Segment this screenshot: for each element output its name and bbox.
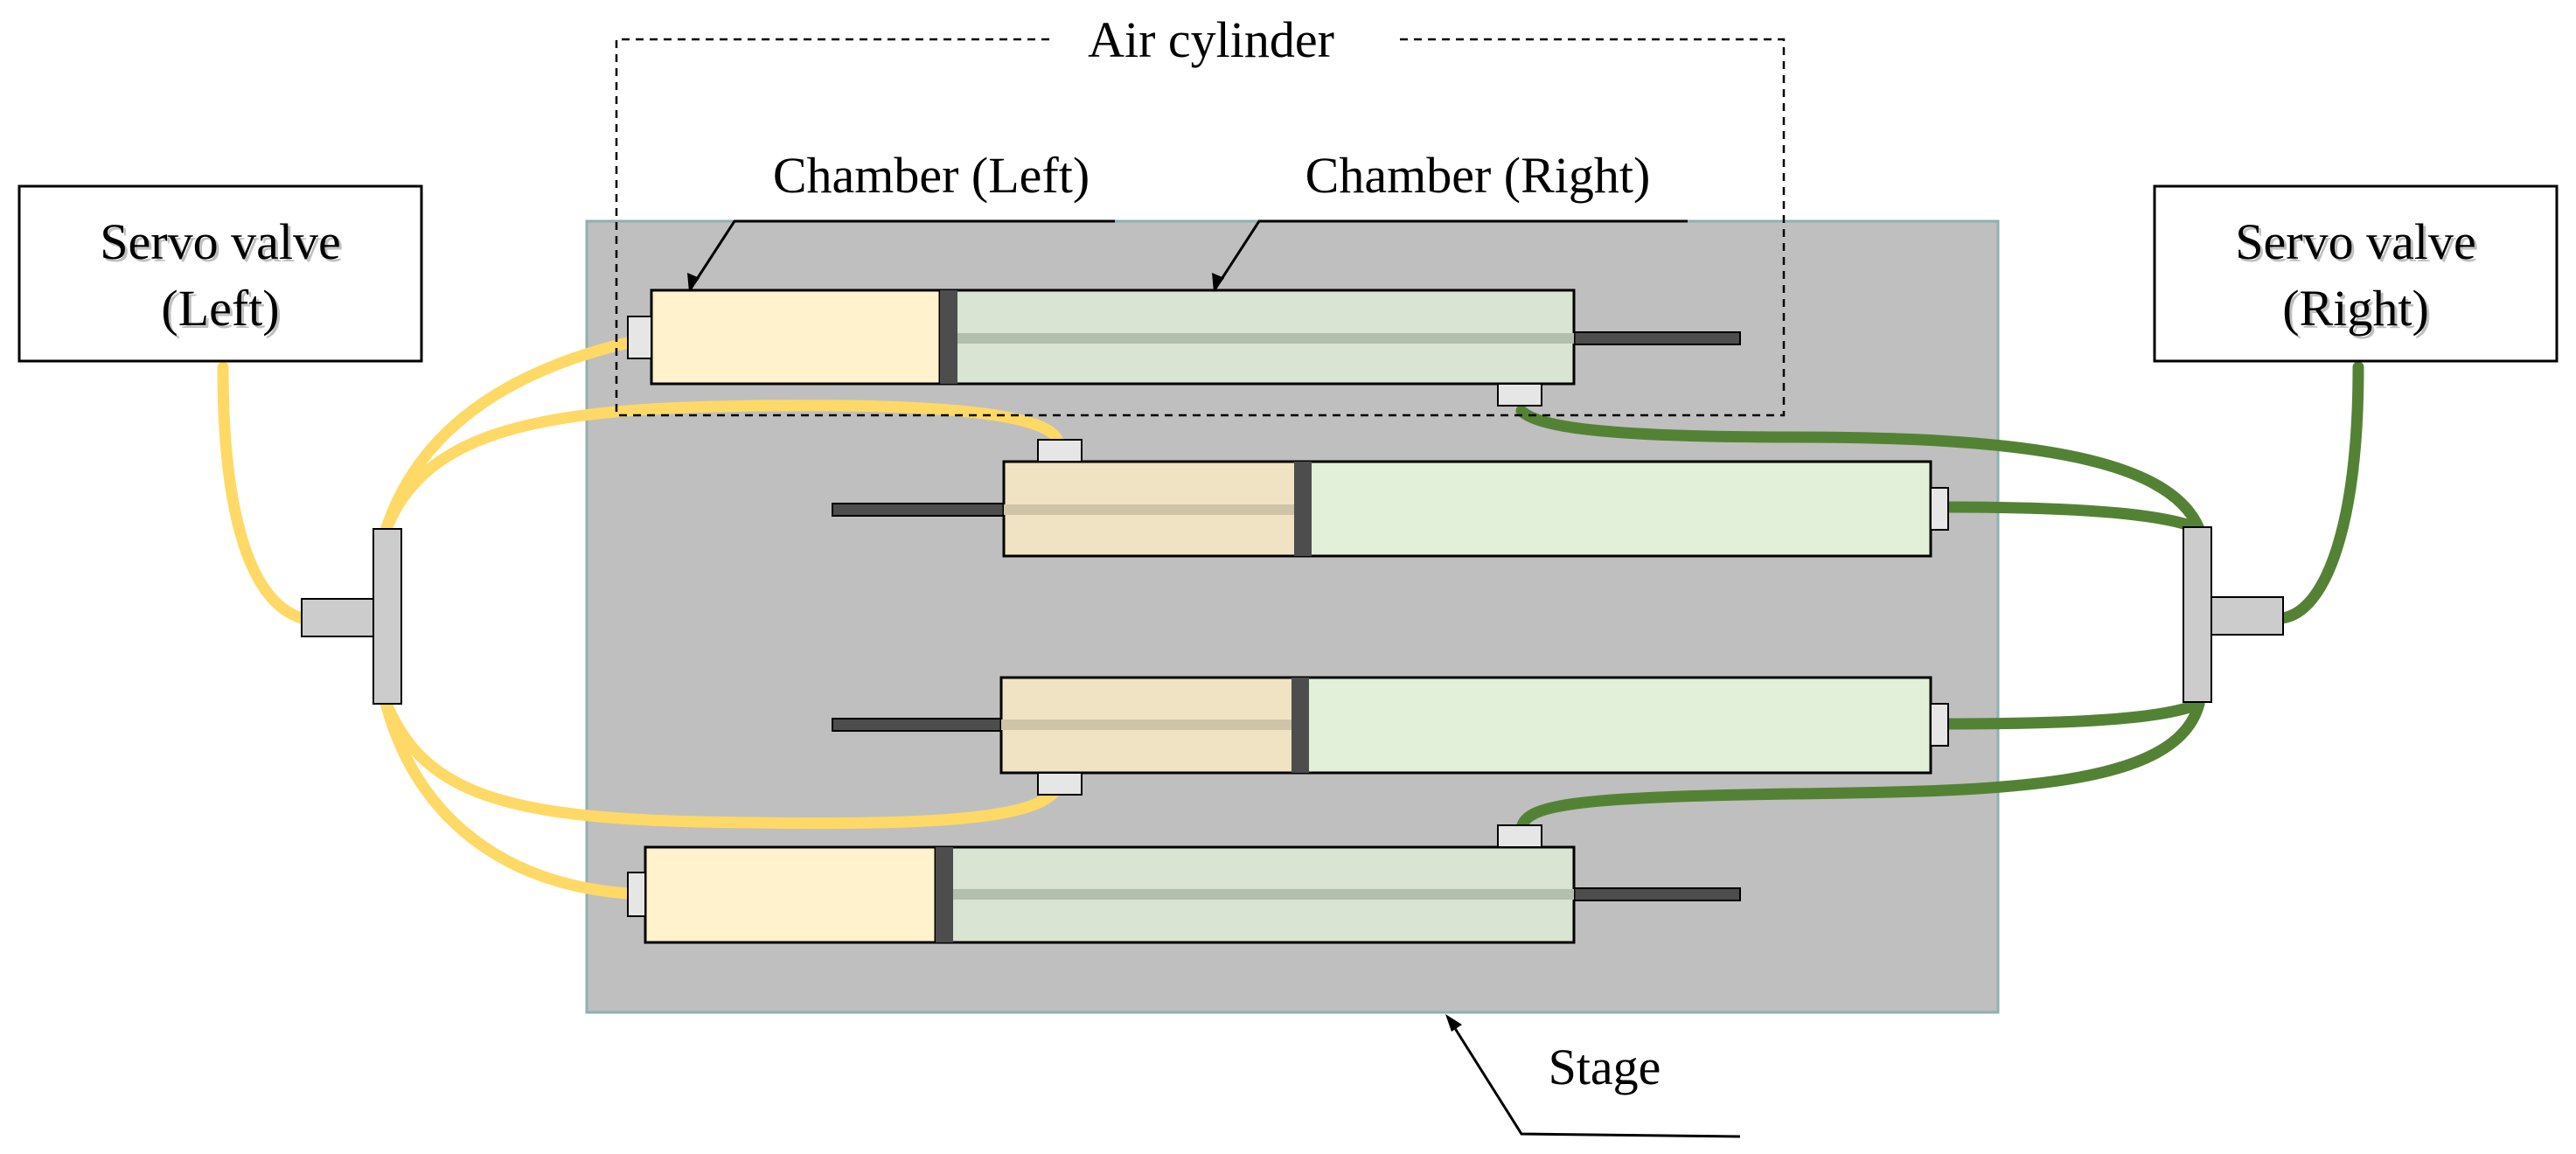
cylinder-3-chamber-right xyxy=(1292,676,1932,775)
tube-manifold-to-cyl1-right xyxy=(1515,405,2205,535)
stage-arrowhead xyxy=(1445,1014,1462,1032)
cylinder-2-port-right xyxy=(1930,487,1949,531)
cylinder-1 xyxy=(627,288,1741,407)
chamber-left-arrowhead xyxy=(687,273,700,292)
cylinder-3-port-right xyxy=(1930,703,1949,747)
tube-right-servo-to-manifold xyxy=(2276,361,2364,624)
cylinder-3-piston xyxy=(1291,678,1309,773)
tube-manifold-to-cyl3 xyxy=(379,693,1064,830)
left-manifold-body xyxy=(372,528,402,705)
stage-label: Stage xyxy=(1549,1039,1661,1095)
cylinder-4 xyxy=(627,824,1741,944)
right-tubes xyxy=(1515,361,2364,837)
left-manifold-stub xyxy=(301,598,374,637)
cylinder-3 xyxy=(832,676,1949,796)
servo-valve-left-line2-shadow: (Left) xyxy=(164,282,282,339)
chamber-left-leader xyxy=(689,219,1115,289)
servo-valve-right-line1: Servo valve xyxy=(2235,213,2475,270)
servo-valve-left-line2: (Left) xyxy=(161,280,279,337)
servo-valve-left: Servo valve Servo valve (Left) (Left) xyxy=(17,184,423,363)
tube-manifold-to-cyl4 xyxy=(379,693,634,900)
servo-valve-left-box xyxy=(17,184,423,363)
cylinder-1-port-left xyxy=(627,316,652,359)
chamber-right-leader xyxy=(1214,219,1688,289)
tube-manifold-to-cyl3-right xyxy=(1939,698,2205,730)
cylinder-2 xyxy=(832,439,1949,558)
chamber-right-label: Chamber (Right) xyxy=(1305,147,1651,204)
cylinder-4-port-right xyxy=(1497,824,1542,848)
cylinder-2-chamber-right xyxy=(1295,460,1932,558)
cylinder-4-piston xyxy=(936,847,953,942)
cylinder-1-chamber-left xyxy=(650,288,942,386)
right-manifold-stub xyxy=(2210,596,2284,636)
servo-valve-right-box xyxy=(2153,184,2559,363)
tube-manifold-to-cyl4-right xyxy=(1515,698,2205,837)
chamber-leaders xyxy=(689,219,1688,289)
stage-leader xyxy=(1450,1022,1741,1138)
tube-manifold-to-cyl2 xyxy=(379,400,1064,539)
cylinder-3-rod xyxy=(832,718,1002,732)
left-tubes xyxy=(217,337,1064,900)
cylinder-2-port-left xyxy=(1037,439,1083,462)
cylinder-1-piston xyxy=(940,290,957,384)
cylinder-1-port-right xyxy=(1497,383,1542,407)
right-manifold xyxy=(2183,526,2284,703)
air-cylinder-label: Air cylinder xyxy=(1088,11,1334,68)
cylinder-4-rod xyxy=(1573,887,1741,901)
cylinder-3-port-left xyxy=(1037,772,1083,796)
air-cylinder-outline xyxy=(615,38,1786,417)
tube-left-servo-to-manifold xyxy=(217,361,308,624)
right-manifold-body xyxy=(2183,526,2212,703)
servo-valve-left-line1-shadow: Servo valve xyxy=(102,216,343,273)
cylinder-2-piston xyxy=(1294,462,1312,556)
tube-manifold-to-cyl2-right xyxy=(1939,501,2205,535)
servo-valve-right: Servo valve Servo valve (Right) (Right) xyxy=(2153,184,2559,363)
chamber-right-arrowhead xyxy=(1212,273,1224,292)
chamber-left-label: Chamber (Left) xyxy=(773,147,1090,204)
cylinder-1-rod xyxy=(1573,331,1741,345)
servo-valve-left-line1: Servo valve xyxy=(100,213,340,270)
cylinder-4-port-left xyxy=(627,872,646,917)
left-manifold xyxy=(301,528,402,705)
servo-valve-right-line2: (Right) xyxy=(2282,280,2429,337)
cylinder-2-rod xyxy=(832,503,1005,517)
cylinder-4-chamber-left xyxy=(644,845,937,944)
servo-valve-right-line2-shadow: (Right) xyxy=(2285,282,2432,339)
servo-valve-right-line1-shadow: Servo valve xyxy=(2238,216,2478,273)
